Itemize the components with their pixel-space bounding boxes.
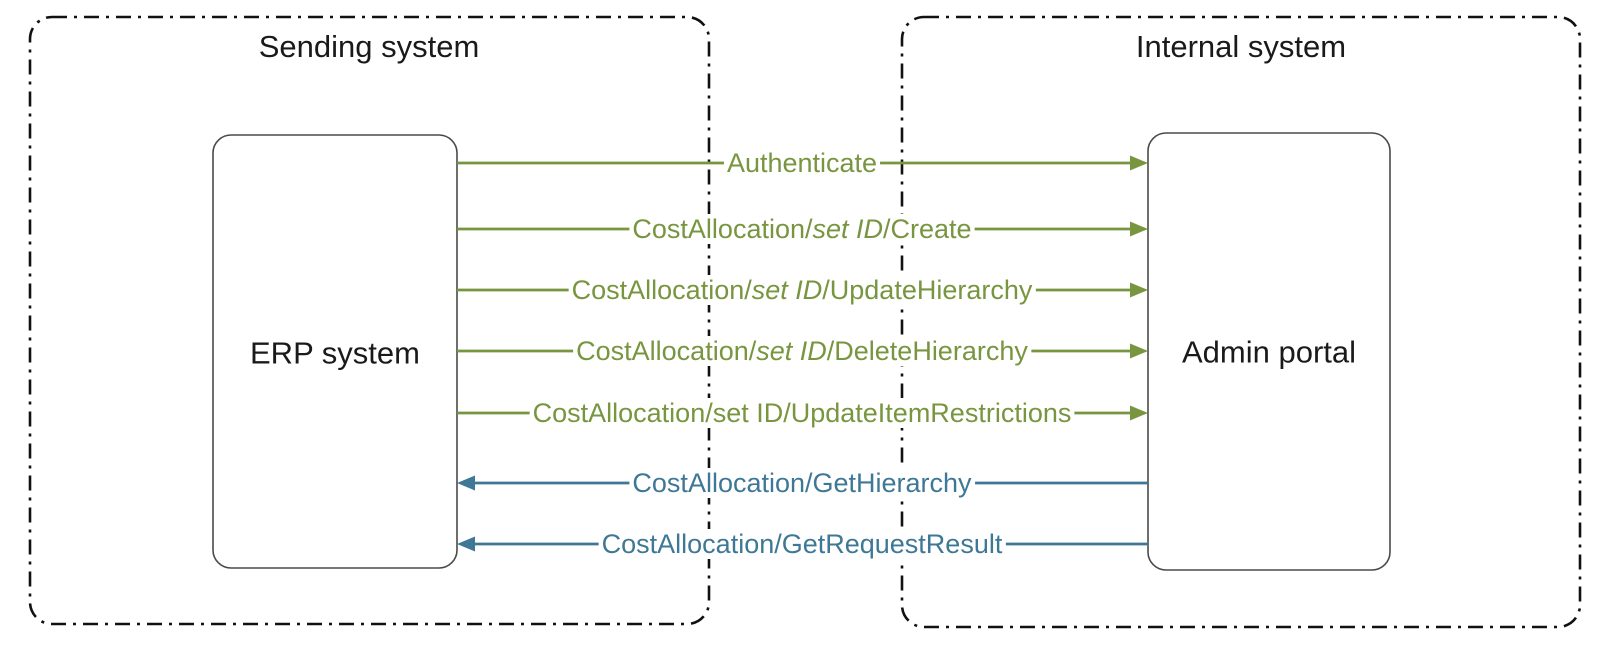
arrow-label-background [723, 148, 881, 178]
arrow-label: CostAllocation/set ID/UpdateHierarchy [572, 275, 1033, 305]
arrow-label: CostAllocation/set ID/Create [632, 214, 971, 244]
arrow-label-background [629, 468, 976, 498]
arrowhead-right-icon [1130, 221, 1148, 237]
arrowhead-left-icon [457, 536, 475, 552]
arrow-delete-hierarchy: CostAllocation/set ID/DeleteHierarchy [457, 336, 1148, 366]
arrowhead-right-icon [1130, 405, 1148, 421]
admin-portal-node [1147, 132, 1391, 571]
arrow-label-background [573, 336, 1032, 366]
arrow-label: CostAllocation/set ID/UpdateItemRestrict… [533, 398, 1072, 428]
sending-system-boundary [28, 15, 711, 626]
erp-system-label: ERP system [250, 336, 420, 371]
arrowhead-left-icon [457, 475, 475, 491]
arrowhead-right-icon [1130, 155, 1148, 171]
arrow-update-hierarchy: CostAllocation/set ID/UpdateHierarchy [457, 275, 1148, 305]
arrow-authenticate: Authenticate [457, 148, 1148, 178]
arrow-get-request-result: CostAllocation/GetRequestResult [457, 529, 1148, 559]
admin-portal-label: Admin portal [1182, 335, 1356, 370]
arrow-label-background [568, 275, 1036, 305]
arrow-label: CostAllocation/GetRequestResult [602, 529, 1003, 559]
arrow-get-hierarchy: CostAllocation/GetHierarchy [457, 468, 1148, 498]
arrow-update-item-restrictions: CostAllocation/set ID/UpdateItemRestrict… [457, 398, 1148, 428]
sending-system-title: Sending system [259, 29, 480, 64]
arrow-label-background [629, 214, 975, 244]
arrowhead-right-icon [1130, 282, 1148, 298]
arrow-label-background [529, 398, 1075, 428]
arrow-label: CostAllocation/set ID/DeleteHierarchy [576, 336, 1028, 366]
arrow-label: CostAllocation/GetHierarchy [632, 468, 972, 498]
arrowhead-right-icon [1130, 343, 1148, 359]
internal-system-title: Internal system [1136, 29, 1346, 64]
arrow-create: CostAllocation/set ID/Create [457, 214, 1148, 244]
internal-system-boundary [900, 15, 1582, 629]
arrow-label: Authenticate [727, 148, 877, 178]
arrow-label-background [598, 529, 1006, 559]
